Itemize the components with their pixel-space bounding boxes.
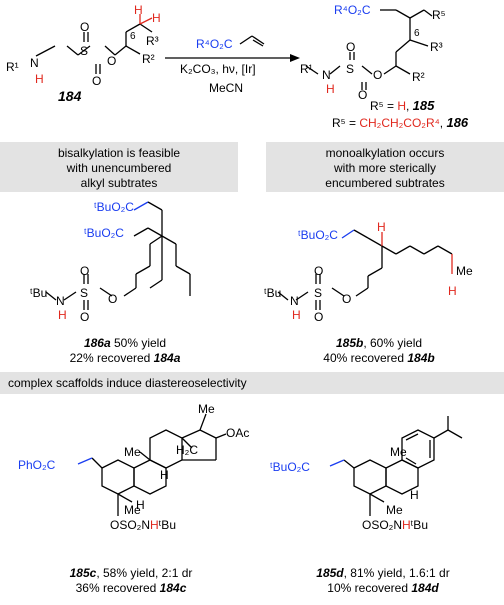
sm-hydrogen: H (134, 3, 143, 17)
structure-185d (329, 416, 463, 516)
structure-185c (77, 413, 227, 516)
banner-left-line: alkyl subtrates (80, 176, 158, 190)
product-nh-hydrogen: H (326, 82, 335, 96)
recovery-185d: 10% recovered 184d (327, 581, 439, 595)
nh-hydrogen: H (58, 308, 67, 322)
structure-185b (277, 229, 453, 310)
oxygen: O (314, 310, 324, 324)
caption-185d: 185d, 81% yield, 1.6:1 dr (316, 566, 450, 580)
acetate-group: OAc (226, 426, 250, 440)
caption-185b: 185b, 60% yield (335, 336, 423, 350)
methyl-group: Me (386, 503, 403, 517)
oxygen: O (108, 292, 118, 306)
recovery-186a: 22% recovered 184a (69, 351, 181, 365)
product-r1: R¹ (300, 62, 313, 76)
oxygen: O (80, 264, 90, 278)
methyl-group: Me (390, 445, 407, 459)
banner-left-line: bisalkylation is feasible (57, 146, 181, 160)
product-r2: R² (412, 70, 425, 84)
r5-definition-h: R⁵ = H, 185 (370, 98, 435, 114)
sm-nh-hydrogen: H (35, 72, 44, 86)
banner-bottom-text: complex scaffolds induce diastereoselect… (8, 376, 247, 390)
methine-hydrogen: H (377, 220, 386, 234)
sm-oxygen: O (107, 54, 117, 68)
caption-185c: 185c, 58% yield, 2:1 dr (69, 566, 193, 580)
sm-position-6: 6 (130, 31, 136, 42)
product-oxygen: O (346, 40, 356, 54)
caption-186a: 186a 50% yield (83, 336, 167, 350)
ring-hydrogen: H (160, 468, 169, 482)
ester-group: ᵗBuO₂C (94, 200, 134, 214)
nh-hydrogen: H (292, 308, 301, 322)
ester-group: ᵗBuO₂C (84, 226, 124, 240)
oxygen: O (314, 264, 324, 278)
product-sulfur: S (346, 62, 355, 76)
structure-186a (45, 201, 191, 310)
ring-hydrogen: H (136, 498, 145, 512)
sulfur: S (314, 286, 323, 300)
sulfur: S (80, 286, 89, 300)
banner-right-line: encumbered subtrates (325, 176, 445, 190)
sm-r1: R¹ (6, 60, 19, 74)
tbu-group: ᵗBu (30, 286, 48, 300)
conditions-reagents: K₂CO₃, hν, [Ir] (180, 62, 256, 76)
banner-left-line: with unencumbered (66, 161, 172, 175)
oxygen: O (342, 292, 352, 306)
product-oxygen: O (358, 88, 368, 102)
nitrogen: N (290, 294, 299, 308)
product-r5: R⁵ (432, 8, 446, 22)
product-position-6: 6 (414, 28, 420, 39)
banner-bisalkylation (0, 142, 238, 192)
sm-sulfur: S (80, 44, 89, 58)
sm-r3: R³ (146, 34, 159, 48)
product-oxygen: O (373, 68, 383, 82)
ring-hydrogen: H (410, 488, 419, 502)
conditions-solvent: MeCN (209, 81, 244, 95)
banner-diastereoselectivity (0, 372, 504, 394)
acrylate-reagent: R⁴O₂C (196, 37, 233, 51)
methyl-group: Me (124, 503, 141, 517)
nitrogen: N (56, 294, 65, 308)
methyl-group: Me (456, 264, 473, 278)
ester-group: PhO₂C (18, 458, 56, 472)
recovery-185c: 36% recovered 184c (75, 581, 187, 595)
banner-right-line: monoalkylation occurs (325, 146, 445, 160)
sm-oxygen: O (92, 74, 102, 88)
sulfamate-group: OSO₂NHᵗBu (110, 518, 176, 532)
methine-hydrogen: H (448, 284, 457, 298)
product-r3: R³ (430, 40, 443, 54)
r5-definition-alkyl: R⁵ = CH₂CH₂CO₂R⁴, 186 (332, 115, 469, 131)
sulfamate-group: OSO₂NHᵗBu (362, 518, 428, 532)
methylene-bridge: H₂C (176, 443, 198, 457)
recovery-185b: 40% recovered 184b (323, 351, 435, 365)
sm-hydrogen: H (152, 11, 161, 25)
banner-right-line: with more sterically (333, 161, 437, 175)
sm-label-184: 184 (58, 88, 82, 104)
oxygen: O (80, 310, 90, 324)
reaction-scheme (35, 9, 433, 90)
product-ester: R⁴O₂C (334, 3, 371, 17)
product-nitrogen: N (322, 68, 331, 82)
ester-group: ᵗBuO₂C (298, 228, 338, 242)
sm-r2: R² (142, 52, 155, 66)
methyl-group: Me (198, 402, 215, 416)
tbu-group: ᵗBu (264, 286, 282, 300)
ester-group: ᵗBuO₂C (270, 460, 310, 474)
sm-nitrogen: N (30, 56, 39, 70)
sm-oxygen: O (80, 20, 90, 34)
methyl-group: Me (124, 445, 141, 459)
banner-monoalkylation (266, 142, 504, 192)
